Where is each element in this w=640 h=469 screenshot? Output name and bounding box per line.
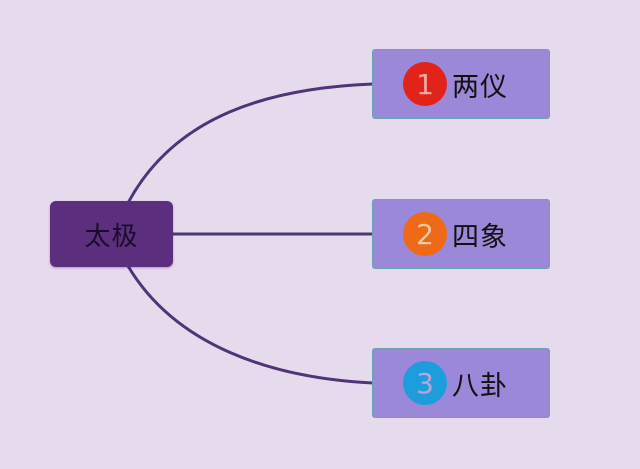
- connector-1: [126, 82, 374, 204]
- child-label-3: 八卦: [452, 370, 508, 402]
- child-label-1: 两仪: [452, 71, 508, 103]
- root-label: 太极: [84, 221, 139, 252]
- connector-3: [126, 265, 374, 385]
- number-badge-2: 2: [403, 212, 447, 256]
- child-label-2: 四象: [452, 221, 508, 253]
- number-badge-1: 1: [403, 62, 447, 106]
- child-node-1[interactable]: 1 两仪: [372, 49, 550, 119]
- number-badge-3: 3: [403, 361, 447, 405]
- root-node[interactable]: 太极: [50, 201, 173, 267]
- child-node-3[interactable]: 3 八卦: [372, 348, 550, 418]
- child-node-2[interactable]: 2 四象: [372, 199, 550, 269]
